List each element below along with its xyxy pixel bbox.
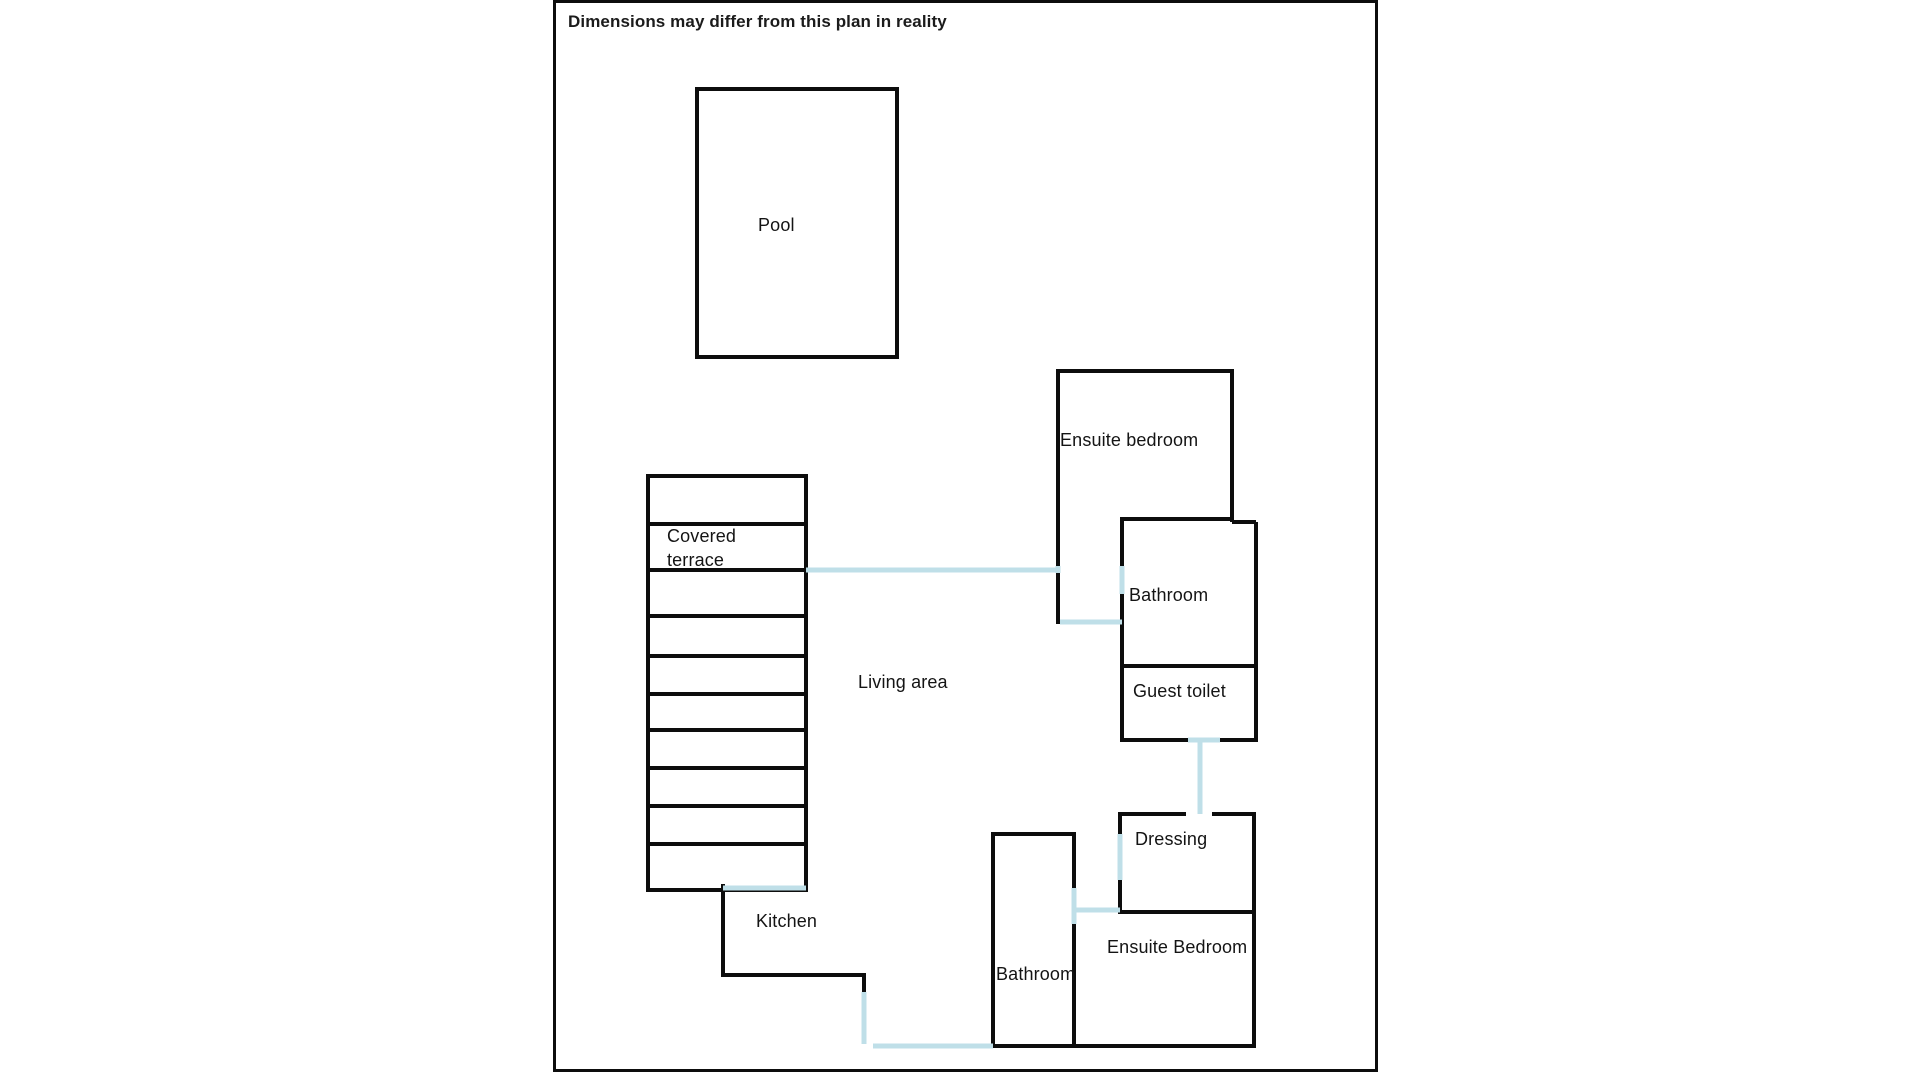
room-label-kitchen: Kitchen bbox=[756, 911, 818, 931]
room-label-covered-terrace: Covered terrace bbox=[667, 526, 737, 570]
room-label-ensuite-bedroom-lower: Ensuite Bedroom bbox=[1107, 937, 1248, 957]
plan-disclaimer-note: Dimensions may differ from this plan in … bbox=[568, 12, 947, 31]
room-label-bathroom-lower: Bathroom bbox=[996, 964, 1076, 984]
room-label-living-area: Living area bbox=[858, 672, 948, 692]
room-label-dressing: Dressing bbox=[1135, 829, 1208, 849]
room-label-ensuite-bedroom-upper: Ensuite bedroom bbox=[1060, 430, 1199, 450]
room-label-guest-toilet: Guest toilet bbox=[1133, 681, 1226, 701]
room-label-bathroom-upper: Bathroom bbox=[1129, 585, 1209, 605]
room-label-pool: Pool bbox=[758, 215, 795, 235]
